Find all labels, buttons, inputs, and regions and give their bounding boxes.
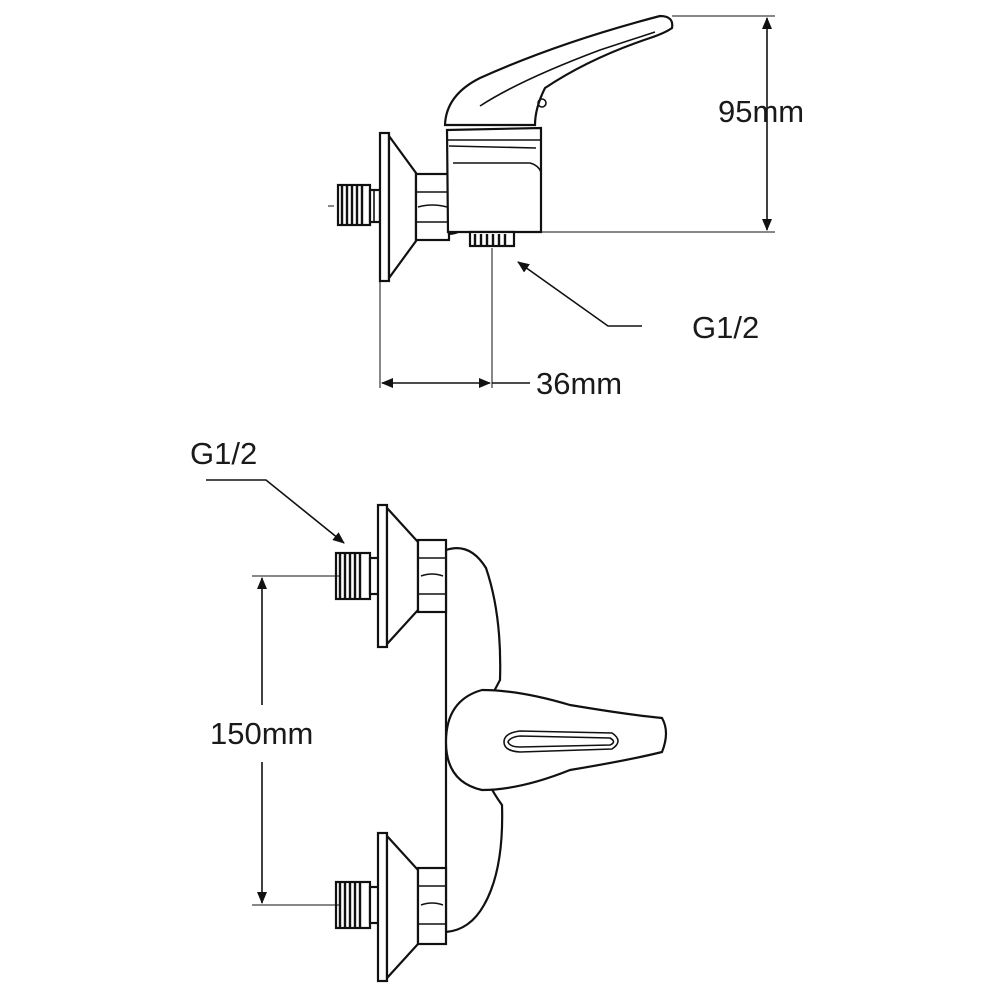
outlet-thread — [468, 230, 516, 248]
wall-flange-side — [378, 131, 418, 283]
front-view: G1/2 150mm — [190, 436, 668, 983]
inlet-thread-label: G1/2 — [190, 436, 257, 471]
outlet-thread-label: G1/2 — [692, 310, 759, 345]
projection-dimension: 36mm — [379, 248, 622, 401]
side-view: 95mm G1/2 36mm — [328, 14, 804, 401]
outlet-leader: G1/2 — [517, 261, 759, 345]
centers-dimension: 150mm — [210, 575, 340, 906]
projection-label: 36mm — [536, 366, 622, 401]
hex-nut-side — [414, 172, 451, 242]
centers-label: 150mm — [210, 716, 313, 751]
lower-inlet-connector — [334, 831, 448, 983]
lever-handle-front — [444, 688, 668, 792]
lever-handle-side — [443, 14, 674, 127]
inlet-connector-side — [328, 183, 382, 227]
height-label: 95mm — [718, 94, 804, 129]
mixer-body-side — [445, 126, 543, 234]
inlet-leader: G1/2 — [190, 436, 345, 544]
upper-inlet-connector — [334, 503, 448, 649]
height-dimension: 95mm — [541, 15, 804, 233]
